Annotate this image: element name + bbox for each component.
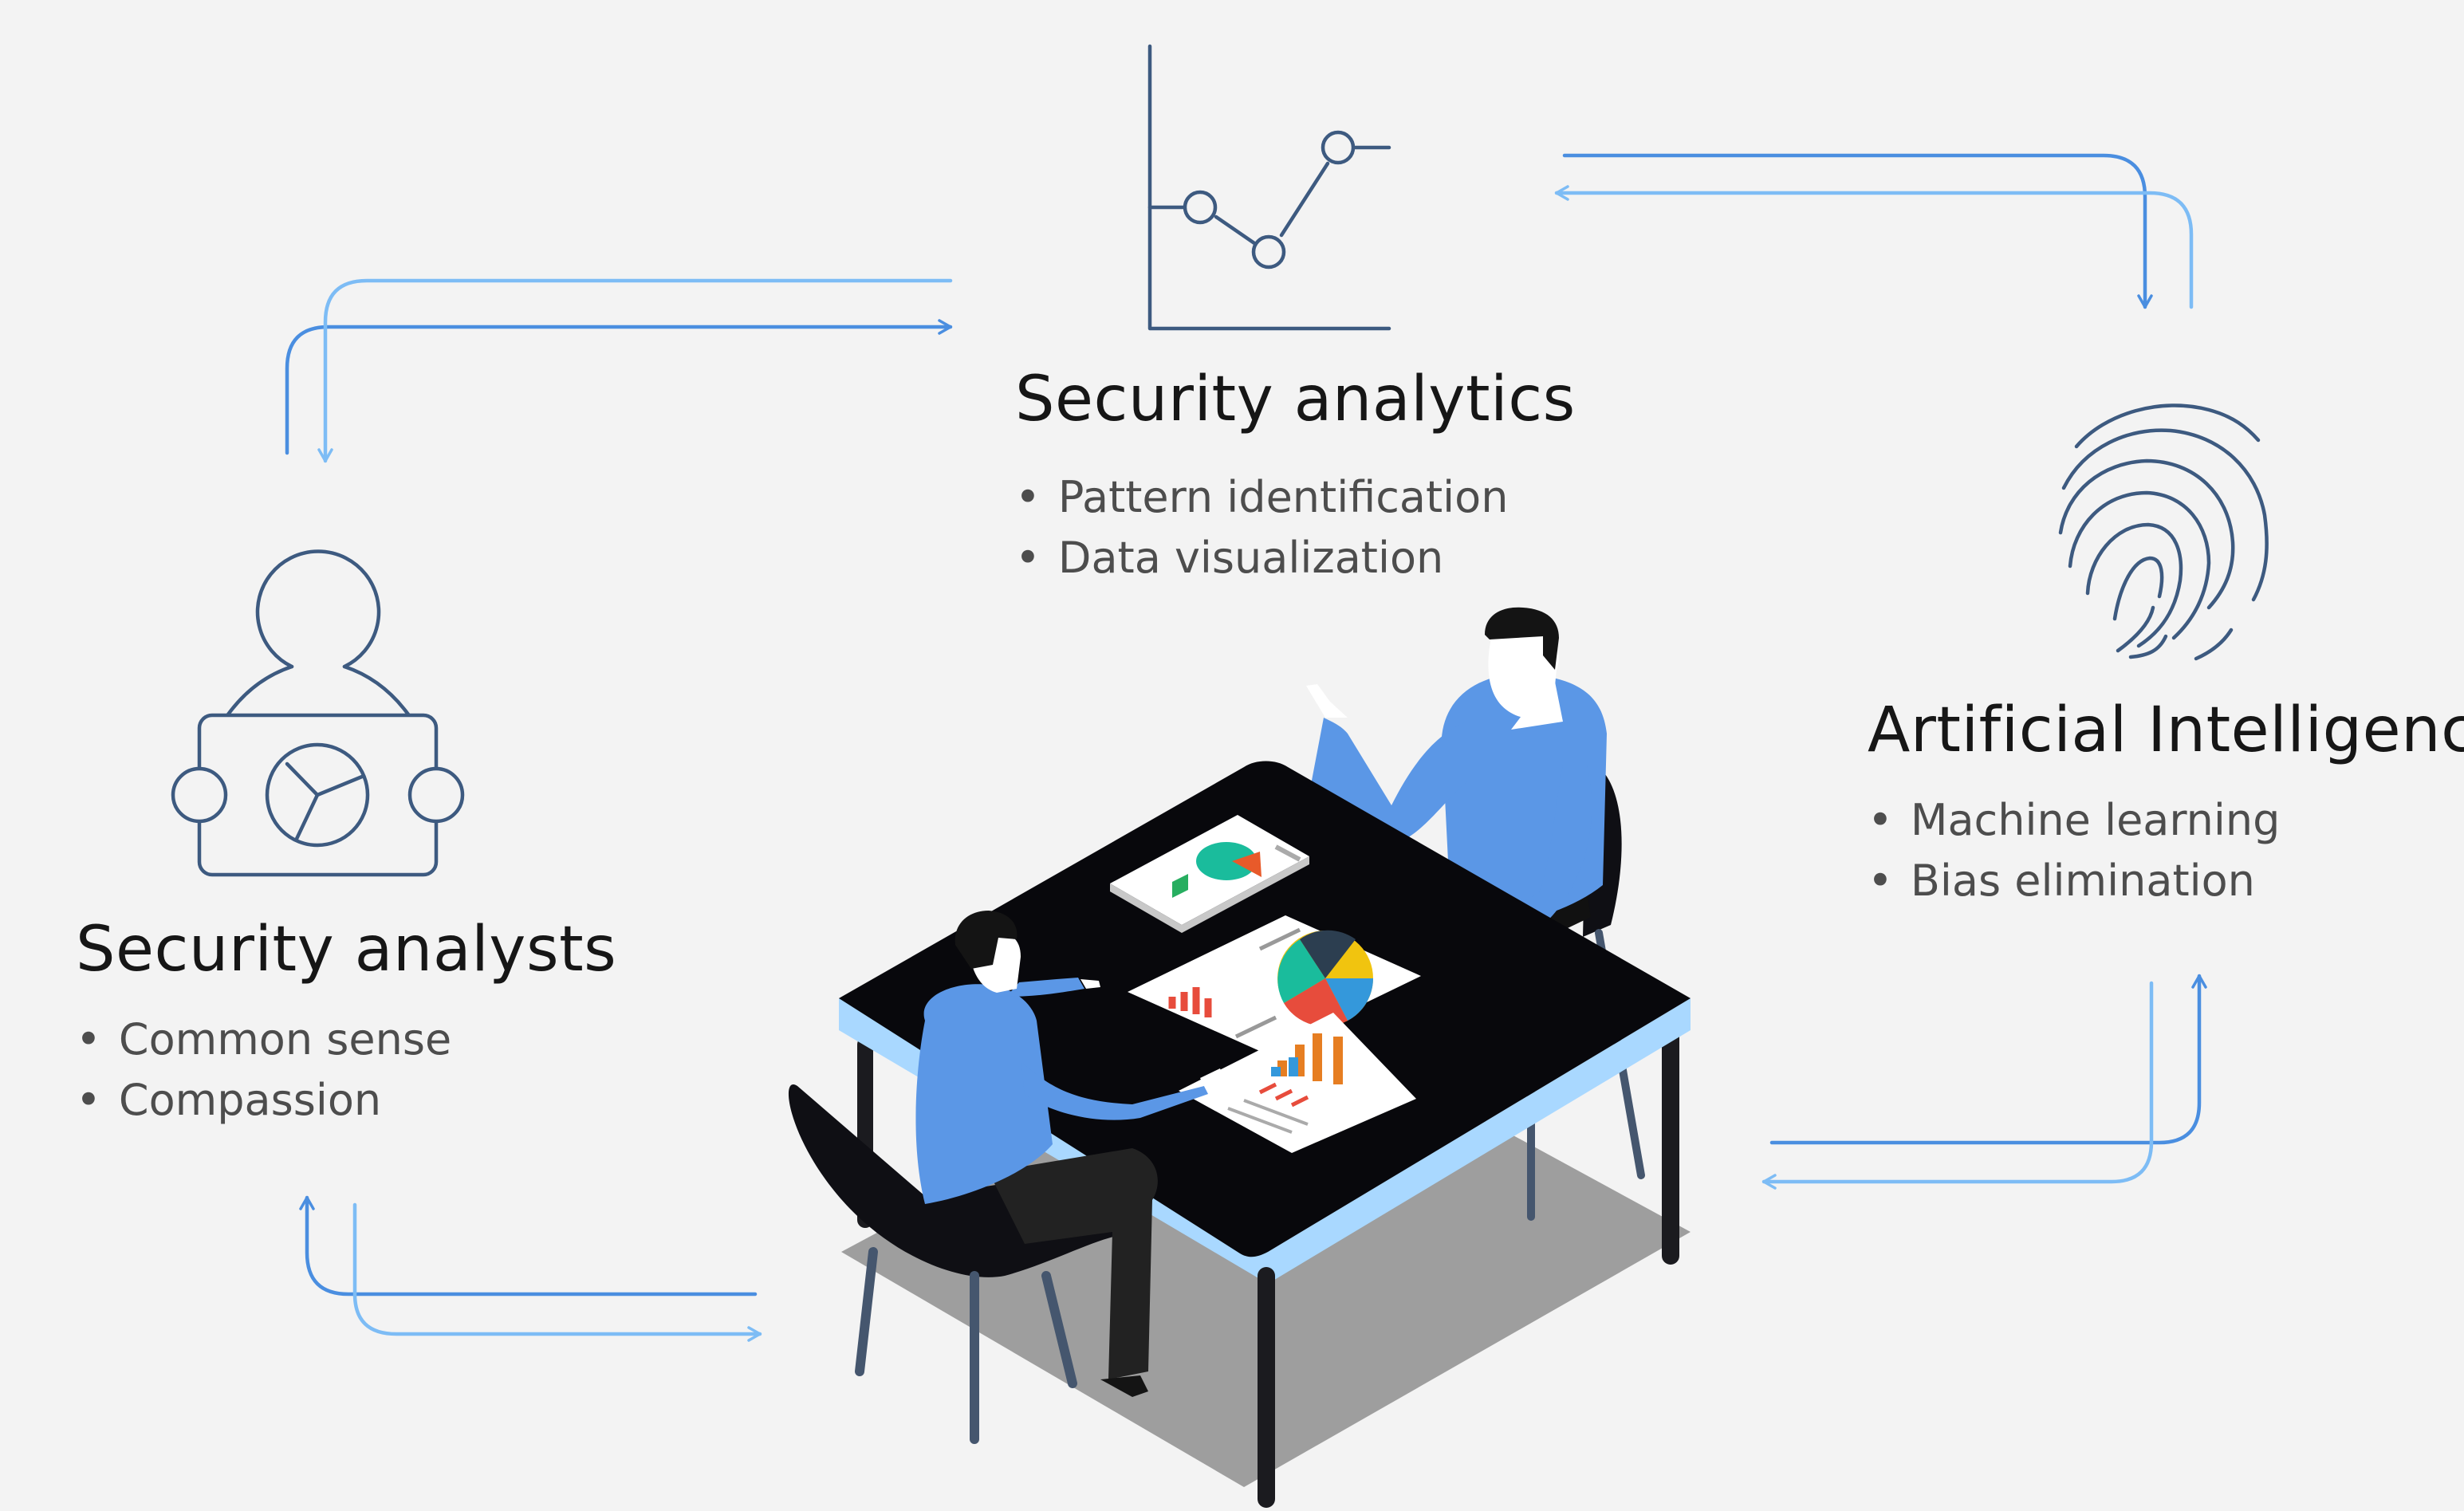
line-chart-icon <box>1147 44 1391 331</box>
security-analysts-label: Security analysts Common sense Compassio… <box>76 919 616 1131</box>
list-item: Compassion <box>76 1070 616 1131</box>
seated-man <box>788 911 1224 1444</box>
arrow-analytics-to-ai <box>1562 153 2153 309</box>
security-analytics-title: Security analytics <box>1015 364 1576 435</box>
table-illustration <box>788 607 1691 1508</box>
arrow-analytics-to-analysts <box>317 278 953 463</box>
arrow-ai-to-table <box>1769 974 2207 1145</box>
arrow-analysts-to-analytics <box>285 319 953 455</box>
analyst-icon <box>171 549 465 877</box>
artificial-intelligence-title: Artificial Intelligence <box>1868 695 2464 766</box>
security-analytics-label: Security analytics Pattern identificatio… <box>1015 368 1576 588</box>
list-item: Machine learning <box>1868 790 2464 851</box>
arrow-analysts-to-table <box>352 1202 762 1342</box>
list-item: Bias elimination <box>1868 851 2464 911</box>
reports-on-table <box>1110 815 1421 1153</box>
list-item: Data visualization <box>1015 528 1576 588</box>
fingerprint-icon <box>2058 403 2269 661</box>
artificial-intelligence-label: Artificial Intelligence Machine learning… <box>1868 699 2464 911</box>
arrow-ai-to-analytics <box>1554 185 2194 309</box>
security-analysts-title: Security analysts <box>76 914 617 986</box>
arrow-table-to-ai <box>1761 981 2154 1190</box>
artificial-intelligence-list: Machine learning Bias elimination <box>1868 790 2464 911</box>
arrow-table-to-analysts <box>299 1195 758 1297</box>
security-analytics-list: Pattern identification Data visualizatio… <box>1015 467 1576 588</box>
list-item: Common sense <box>76 1009 616 1070</box>
list-item: Pattern identification <box>1015 467 1576 528</box>
security-analysts-list: Common sense Compassion <box>76 1009 616 1131</box>
